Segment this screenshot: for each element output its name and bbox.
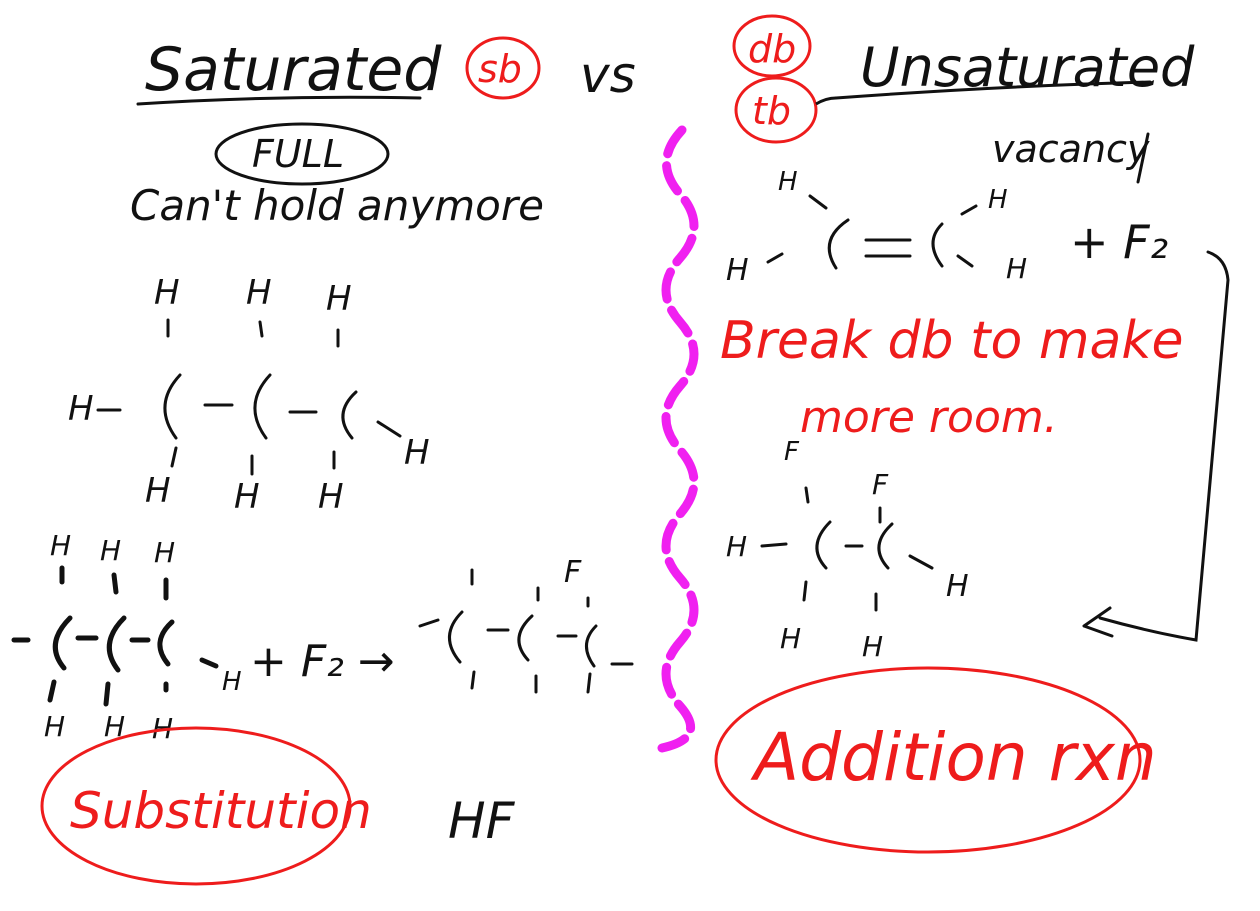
reaction-h-top-3: H xyxy=(154,536,175,569)
full-label: FULL xyxy=(252,132,344,176)
reaction-product-f: F xyxy=(564,555,582,590)
tb-connector xyxy=(815,96,837,106)
ethene-h-top-right: H xyxy=(988,185,1008,215)
divider-wavy-line xyxy=(657,125,699,753)
vs-label: vs xyxy=(580,46,636,104)
ethene-h-right: H xyxy=(1006,252,1027,285)
reaction-h-top-1: H xyxy=(50,529,71,562)
tb-label: tb xyxy=(752,89,791,133)
saturated-underline xyxy=(136,95,422,106)
break-db-note-line2: more room. xyxy=(800,392,1058,443)
reaction-h-bottom-2: H xyxy=(104,710,125,743)
propane-h-top-3: H xyxy=(326,279,352,319)
addition-h-left: H xyxy=(726,530,747,563)
vacancy-note: vacancy xyxy=(992,127,1150,171)
bracket-arrow-line xyxy=(1098,250,1230,642)
propane-h-bottom-1: H xyxy=(145,471,171,511)
propane-h-top-1: H xyxy=(154,273,180,313)
saturated-note: Can't hold anymore xyxy=(130,181,544,230)
propane-h-bottom-3: H xyxy=(318,477,344,517)
break-db-note-line1: Break db to make xyxy=(720,311,1183,371)
reaction-reactant xyxy=(11,565,219,707)
addition-circle xyxy=(714,666,1142,854)
addition-label: Addition rxn xyxy=(750,719,1157,796)
propane-h-left: H xyxy=(68,389,94,429)
propane-h-right: H xyxy=(404,433,430,473)
vacancy-arrow xyxy=(1136,132,1150,184)
tb-circle xyxy=(734,76,818,144)
propane-h-bottom-2: H xyxy=(234,477,260,517)
ethene-structure xyxy=(766,194,978,270)
addition-f-right: F xyxy=(872,468,889,501)
propane-structure xyxy=(96,318,402,476)
full-circle xyxy=(214,122,390,186)
addition-f-left: F xyxy=(784,437,800,467)
unsaturated-underline xyxy=(834,80,1152,100)
db-circle xyxy=(732,14,812,78)
sb-label: sb xyxy=(478,47,522,91)
bracket-arrowhead xyxy=(1082,606,1114,638)
ethene-h-left: H xyxy=(726,253,749,288)
db-label: db xyxy=(748,27,796,71)
addition-h-right: H xyxy=(946,569,969,604)
reaction-reagent: + F₂ → xyxy=(250,636,395,687)
ethene-h-top-left: H xyxy=(778,167,798,197)
sb-circle xyxy=(465,36,541,100)
propane-h-top-2: H xyxy=(246,273,272,313)
reaction-h-top-2: H xyxy=(100,534,121,567)
reaction-byproduct-hf: HF xyxy=(448,792,516,850)
substitution-label: Substitution xyxy=(70,782,372,840)
unsaturated-title: Unsaturated xyxy=(860,36,1195,99)
saturated-title: Saturated xyxy=(145,35,442,105)
addition-h-bottom-left: H xyxy=(780,622,801,655)
substitution-circle xyxy=(40,726,352,886)
addition-h-bottom-right: H xyxy=(862,630,883,663)
addition-product-structure xyxy=(760,486,934,612)
reaction-h-end: H xyxy=(222,667,242,697)
reaction-product xyxy=(418,568,634,694)
reaction-h-bottom-1: H xyxy=(44,710,65,743)
ethene-reagent: + F₂ xyxy=(1070,215,1168,269)
